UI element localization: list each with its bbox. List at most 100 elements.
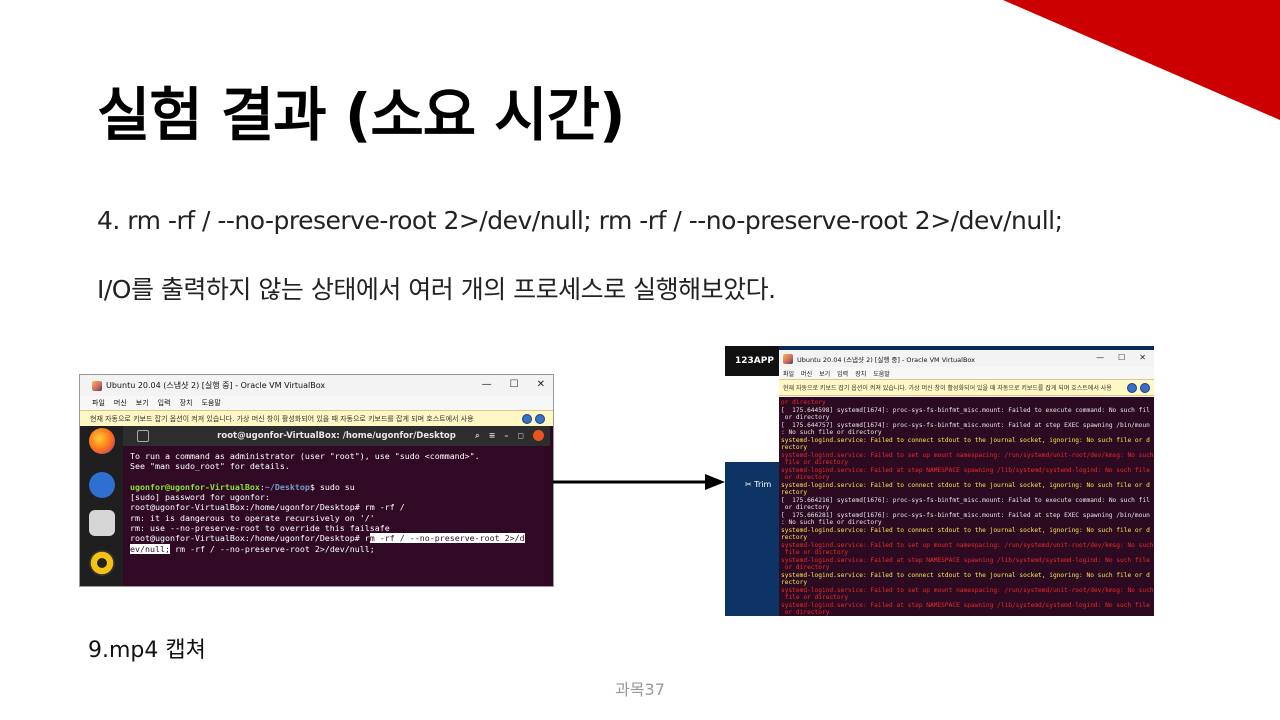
log-line: [ 175.664216] systemd[1676]: proc-sys-fs… bbox=[781, 496, 1150, 504]
log-line: systemd-logind.service: Failed at step N… bbox=[781, 556, 1150, 564]
close-icon[interactable]: ✕ bbox=[536, 379, 545, 390]
terminal-line: See "man sudo_root" for details. bbox=[130, 461, 290, 472]
log-line: : No such file or directory bbox=[781, 519, 882, 526]
terminal-output: To run a command as administrator (user … bbox=[123, 446, 550, 554]
minimize-icon[interactable]: – bbox=[504, 431, 509, 440]
menu-file[interactable]: 파일 bbox=[783, 370, 795, 378]
terminal-line: rm: use --no-preserve-root to override t… bbox=[130, 523, 390, 534]
app-brand: 123APP bbox=[725, 346, 779, 376]
log-line: or directory bbox=[781, 474, 830, 481]
terminal-line: [sudo] password for ugonfor: bbox=[130, 492, 270, 503]
prompt-command: $ sudo su bbox=[309, 481, 355, 492]
terminal-line: rm -rf / --no-preserve-root 2>/dev/null; bbox=[169, 543, 375, 554]
menu-machine[interactable]: 머신 bbox=[801, 370, 813, 378]
terminal-header: root@ugonfor-VirtualBox: /home/ugonfor/D… bbox=[123, 426, 550, 446]
menu-devices[interactable]: 장치 bbox=[179, 399, 193, 407]
selected-text: ev/null; bbox=[130, 543, 170, 554]
log-line: file or directory bbox=[781, 459, 849, 466]
window-title: Ubuntu 20.04 (스냅샷 2) [실행 중] - Oracle VM … bbox=[106, 381, 326, 390]
guest-desktop: root@ugonfor-VirtualBox: /home/ugonfor/D… bbox=[80, 426, 553, 586]
minimize-icon[interactable]: — bbox=[481, 379, 492, 390]
log-line: rectory bbox=[781, 534, 808, 541]
rhythmbox-icon[interactable] bbox=[89, 550, 115, 576]
prompt-user: ugonfor@ugonfor-VirtualBox bbox=[130, 481, 260, 492]
new-tab-icon[interactable] bbox=[137, 430, 149, 442]
maximize-icon[interactable]: ☐ bbox=[509, 379, 519, 390]
video-caption: 9.mp4 캡쳐 bbox=[88, 638, 206, 663]
console-log: or directory [ 175.644598] systemd[1674]… bbox=[779, 397, 1154, 616]
search-icon[interactable]: ⌕ bbox=[475, 430, 480, 440]
arrow-right-icon bbox=[553, 474, 725, 490]
log-line: systemd-logind.service: Failed at step N… bbox=[781, 601, 1150, 609]
log-line: rectory bbox=[781, 444, 808, 451]
close-icon[interactable]: ✕ bbox=[1139, 353, 1146, 362]
virtualbox-menubar: 파일 머신 보기 입력 장치 도움말 bbox=[80, 396, 553, 410]
terminal-line: rm: it is dangerous to operate recursive… bbox=[130, 512, 375, 523]
terminal-line: root@ugonfor-VirtualBox:/home/ugonfor/De… bbox=[130, 533, 370, 544]
log-line: or directory bbox=[781, 399, 826, 406]
log-line: rectory bbox=[781, 489, 808, 496]
virtualbox-icon bbox=[783, 353, 793, 364]
log-line: or directory bbox=[781, 414, 830, 421]
log-screenshot: 123APP ✂ Trim Ubuntu 20.04 (스냅샷 2) [실행 중… bbox=[725, 346, 1154, 616]
notice-text: 현재 자동으로 키보드 잡기 옵션이 켜져 있습니다. 가상 머신 창이 활성화… bbox=[783, 385, 1112, 392]
virtualbox-icon bbox=[92, 380, 102, 391]
terminal-line: root@ugonfor-VirtualBox:/home/ugonfor/De… bbox=[130, 502, 405, 513]
thunderbird-icon[interactable] bbox=[89, 472, 115, 498]
hamburger-menu-icon[interactable]: ≡ bbox=[488, 431, 496, 440]
menu-view[interactable]: 보기 bbox=[819, 370, 831, 378]
trim-label: Trim bbox=[754, 480, 772, 489]
log-line: systemd-logind.service: Failed at step N… bbox=[781, 466, 1150, 474]
virtualbox-titlebar: Ubuntu 20.04 (스냅샷 2) [실행 중] - Oracle VM … bbox=[779, 350, 1154, 367]
ubuntu-dock bbox=[80, 426, 123, 586]
files-icon[interactable] bbox=[89, 510, 115, 536]
menu-file[interactable]: 파일 bbox=[92, 399, 105, 407]
menu-devices[interactable]: 장치 bbox=[855, 370, 867, 378]
minimize-icon[interactable]: — bbox=[1096, 353, 1105, 362]
notice-close-icon[interactable] bbox=[535, 414, 545, 424]
firefox-icon[interactable] bbox=[89, 428, 115, 454]
terminal-line: To run a command as administrator (user … bbox=[130, 451, 480, 461]
log-line: systemd-logind.service: Failed to set up… bbox=[781, 586, 1154, 594]
log-line: systemd-logind.service: Failed to connec… bbox=[781, 526, 1150, 534]
menu-help[interactable]: 도움말 bbox=[873, 370, 890, 378]
log-line: [ 175.644757] systemd[1674]: proc-sys-fs… bbox=[781, 421, 1150, 429]
log-line: [ 175.666281] systemd[1676]: proc-sys-fs… bbox=[781, 511, 1150, 519]
menu-input[interactable]: 입력 bbox=[157, 399, 171, 407]
trim-button[interactable]: ✂ Trim bbox=[745, 480, 771, 489]
log-line: systemd-logind.service: Failed to connec… bbox=[781, 436, 1150, 444]
menu-machine[interactable]: 머신 bbox=[113, 399, 127, 407]
log-line: or directory bbox=[781, 609, 830, 616]
notice-info-icon[interactable] bbox=[1127, 383, 1137, 393]
menu-view[interactable]: 보기 bbox=[135, 399, 149, 407]
notice-text: 현재 자동으로 키보드 잡기 옵션이 켜져 있습니다. 가상 머신 창이 활성화… bbox=[90, 415, 474, 423]
page-number: 과목37 bbox=[615, 680, 665, 699]
prompt-path: ~/Desktop bbox=[264, 481, 310, 492]
terminal-title: root@ugonfor-VirtualBox: /home/ugonfor/D… bbox=[217, 431, 456, 441]
scissors-icon: ✂ bbox=[745, 480, 755, 489]
window-title: Ubuntu 20.04 (스냅샷 2) [실행 중] - Oracle VM … bbox=[797, 355, 976, 364]
log-line: systemd-logind.service: Failed to set up… bbox=[781, 541, 1154, 549]
notice-info-icon[interactable] bbox=[522, 414, 532, 424]
log-line: : No such file or directory bbox=[781, 429, 882, 436]
maximize-icon[interactable]: ☐ bbox=[1118, 353, 1126, 362]
log-line: rectory bbox=[781, 579, 808, 586]
menu-help[interactable]: 도움말 bbox=[201, 399, 221, 407]
virtualbox-titlebar: Ubuntu 20.04 (스냅샷 2) [실행 중] - Oracle VM … bbox=[80, 375, 553, 396]
log-line: file or directory bbox=[781, 549, 849, 556]
host-panel-background bbox=[725, 462, 779, 616]
host-app-panel: 123APP ✂ Trim bbox=[725, 346, 779, 616]
log-line: [ 175.644598] systemd[1674]: proc-sys-fs… bbox=[781, 406, 1150, 414]
virtualbox-menubar: 파일 머신 보기 입력 장치 도움말 bbox=[779, 367, 1154, 379]
log-line: or directory bbox=[781, 564, 830, 571]
slide-title: 실험 결과 (소요 시간) bbox=[97, 81, 625, 149]
log-line: or directory bbox=[781, 504, 830, 511]
notice-close-icon[interactable] bbox=[1140, 383, 1150, 393]
maximize-icon[interactable]: ◻ bbox=[517, 431, 524, 440]
menu-input[interactable]: 입력 bbox=[837, 370, 849, 378]
selected-text: m -rf / --no-preserve-root 2>/d bbox=[369, 533, 525, 544]
close-icon[interactable] bbox=[533, 430, 544, 441]
log-line: systemd-logind.service: Failed to connec… bbox=[781, 481, 1150, 489]
log-line: file or directory bbox=[781, 594, 849, 601]
terminal-window[interactable]: root@ugonfor-VirtualBox: /home/ugonfor/D… bbox=[123, 426, 550, 586]
